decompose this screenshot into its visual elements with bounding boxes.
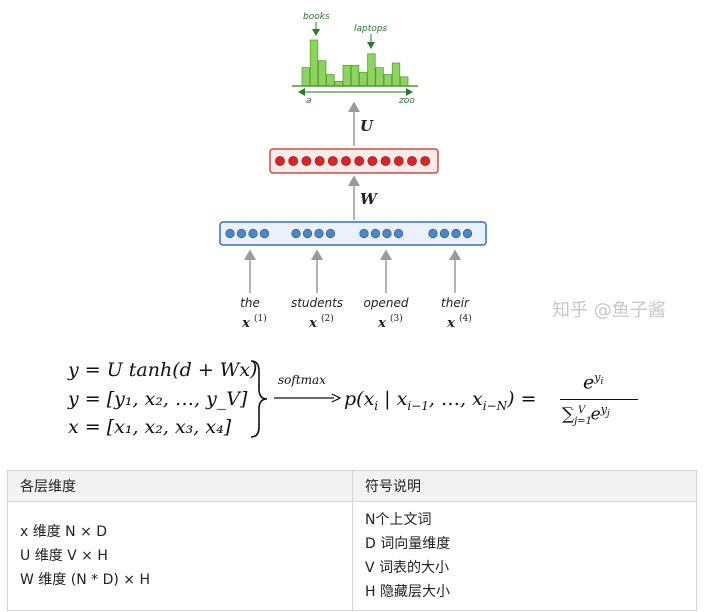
equation-line-2: y = [y₁, x₂, …, y_V] — [68, 388, 248, 410]
input-unit — [451, 228, 461, 239]
input-unit — [314, 228, 324, 239]
hidden-unit — [314, 156, 325, 166]
hidden-unit — [420, 156, 431, 166]
softmax-denominator: ∑j=1V eyj — [562, 403, 610, 428]
watermark: 知乎 @鱼子酱 — [552, 300, 666, 321]
hidden-unit — [367, 156, 378, 166]
softmax-arrow — [274, 393, 342, 403]
hidden-unit — [341, 156, 351, 166]
word-vector-label: x — [308, 316, 317, 331]
matrix-label-w: W — [360, 190, 379, 208]
peak-label-laptops: laptops — [354, 24, 387, 34]
input-unit — [439, 228, 450, 239]
hidden-unit — [301, 156, 312, 166]
axis-start-label: a — [306, 96, 312, 106]
input-unit — [225, 228, 235, 239]
histogram-bar — [318, 60, 327, 87]
word-vector-label: x — [446, 316, 455, 331]
symbol-h: H 隐藏层大小 — [365, 584, 450, 600]
word-input-arrows — [244, 249, 461, 293]
hidden-layer-units — [275, 156, 431, 166]
input-unit — [325, 228, 336, 239]
histogram-bar — [350, 64, 360, 87]
histogram-bar — [309, 39, 319, 87]
input-unit — [291, 228, 301, 239]
histogram-bar — [301, 67, 310, 87]
input-unit — [359, 228, 369, 239]
word-vector-label: x — [377, 316, 386, 331]
dimension-table: 各层维度 符号说明 x 维度 N × D U 维度 V × H W 维度 (N … — [7, 470, 697, 611]
input-unit — [393, 228, 404, 239]
word-vector-superscript: (4) — [459, 313, 472, 324]
word-label: students — [291, 296, 343, 310]
table-row: x 维度 N × D U 维度 V × H W 维度 (N * D) × H N… — [7, 501, 697, 611]
equation-line-1: y = U tanh(d + Wx) — [68, 359, 258, 381]
symbol-v: V 词表的大小 — [365, 560, 450, 576]
symbol-cell: N个上文词 D 词向量维度 V 词表的大小 H 隐藏层大小 — [352, 501, 697, 611]
histogram-bar — [367, 53, 376, 87]
equation-block: y = U tanh(d + Wx) y = [y₁, x₂, …, y_V] … — [0, 345, 713, 445]
softmax-label: softmax — [278, 373, 326, 387]
table-header-row: 各层维度 符号说明 — [7, 470, 697, 502]
hidden-unit — [354, 156, 365, 166]
word-label: their — [441, 296, 470, 310]
word-labels: the x (1) students x (2) opened x (3) their x (4) — [240, 296, 472, 331]
input-unit — [259, 228, 270, 239]
softmax-distribution-histogram — [301, 39, 409, 87]
hidden-unit — [327, 156, 338, 166]
axis-end-label: zoo — [398, 96, 415, 106]
histogram-bar — [391, 62, 401, 87]
hidden-unit — [275, 156, 285, 166]
symbol-n: N个上文词 — [365, 512, 432, 528]
input-layer-box — [219, 221, 487, 246]
hidden-unit — [407, 156, 417, 166]
dimension-x: x 维度 N × D — [20, 524, 108, 540]
input-unit — [302, 228, 313, 239]
input-unit — [370, 228, 381, 239]
input-layer-units — [225, 228, 473, 239]
symbol-d: D 词向量维度 — [365, 536, 451, 552]
dimension-u: U 维度 V × H — [20, 548, 108, 564]
word-label: the — [240, 296, 260, 310]
input-unit — [382, 228, 392, 239]
input-unit — [248, 228, 258, 239]
hidden-unit — [393, 156, 404, 166]
histogram-bar — [383, 74, 392, 87]
table-header-symbols: 符号说明 — [352, 470, 697, 502]
histogram-bar — [400, 76, 409, 87]
matrix-label-u: U — [360, 117, 374, 135]
histogram-bar — [326, 74, 335, 87]
hidden-unit — [380, 156, 391, 166]
word-vector-label: x — [241, 316, 250, 331]
input-unit — [236, 228, 247, 239]
input-unit — [428, 228, 438, 239]
equation-line-3: x = [x₁, x₂, x₃, x₄] — [68, 416, 232, 438]
peak-label-books: books — [303, 12, 330, 22]
language-model-diagram: a zoo books laptops U W the x (1) students x… — [219, 12, 666, 331]
dimension-cell: x 维度 N × D U 维度 V × H W 维度 (N * D) × H — [7, 501, 353, 611]
fraction-bar — [560, 399, 638, 400]
right-brace — [250, 360, 268, 438]
word-label: opened — [364, 296, 409, 310]
table-header-dimensions: 各层维度 — [7, 470, 353, 502]
word-vector-superscript: (2) — [321, 313, 334, 324]
hidden-layer-box — [269, 148, 439, 174]
histogram-bar — [375, 67, 384, 87]
dimension-w: W 维度 (N * D) × H — [20, 572, 150, 588]
softmax-numerator: eyi — [583, 371, 604, 394]
input-unit — [462, 228, 473, 239]
probability-expression: p(xi | xi−1, …, xi−N) = — [344, 388, 537, 413]
hidden-unit — [288, 156, 299, 166]
histogram-bar — [342, 64, 351, 87]
word-vector-superscript: (3) — [390, 313, 403, 324]
word-vector-superscript: (1) — [254, 313, 267, 324]
histogram-bar — [359, 71, 368, 87]
